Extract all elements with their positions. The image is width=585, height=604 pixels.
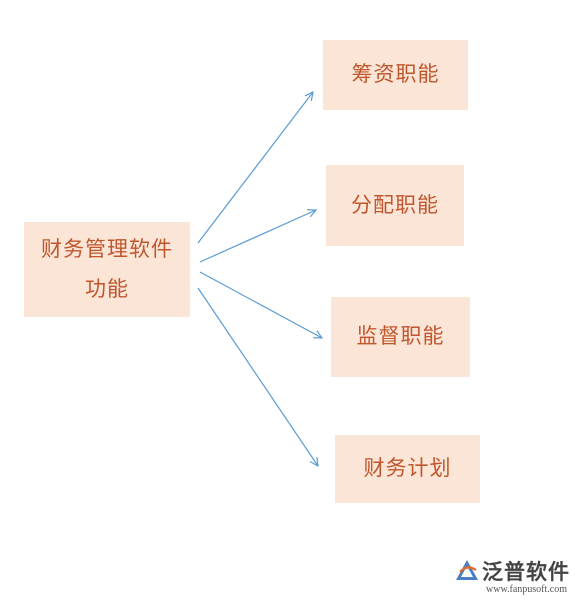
arrow-to-financing <box>197 92 313 244</box>
node-distribution: 分配职能 <box>326 165 464 246</box>
fanpu-logo-icon <box>456 560 478 580</box>
node-financial-plan: 财务计划 <box>335 435 480 503</box>
node-financing: 筹资职能 <box>323 40 468 110</box>
arrow-to-distribution <box>199 210 316 263</box>
node-supervision: 监督职能 <box>331 297 470 377</box>
logo-url: www.fanpusoft.com <box>486 584 568 595</box>
arrow-to-supervision <box>199 271 322 338</box>
center-node-line2: 功能 <box>85 276 129 301</box>
logo-name: 泛普软件 <box>482 560 570 584</box>
arrow-to-planning <box>197 287 318 466</box>
brand-logo: 泛普软件 www.fanpusoft.com <box>454 556 580 596</box>
center-node: 财务管理软件 功能 <box>24 222 190 317</box>
center-node-line1: 财务管理软件 <box>41 236 173 261</box>
